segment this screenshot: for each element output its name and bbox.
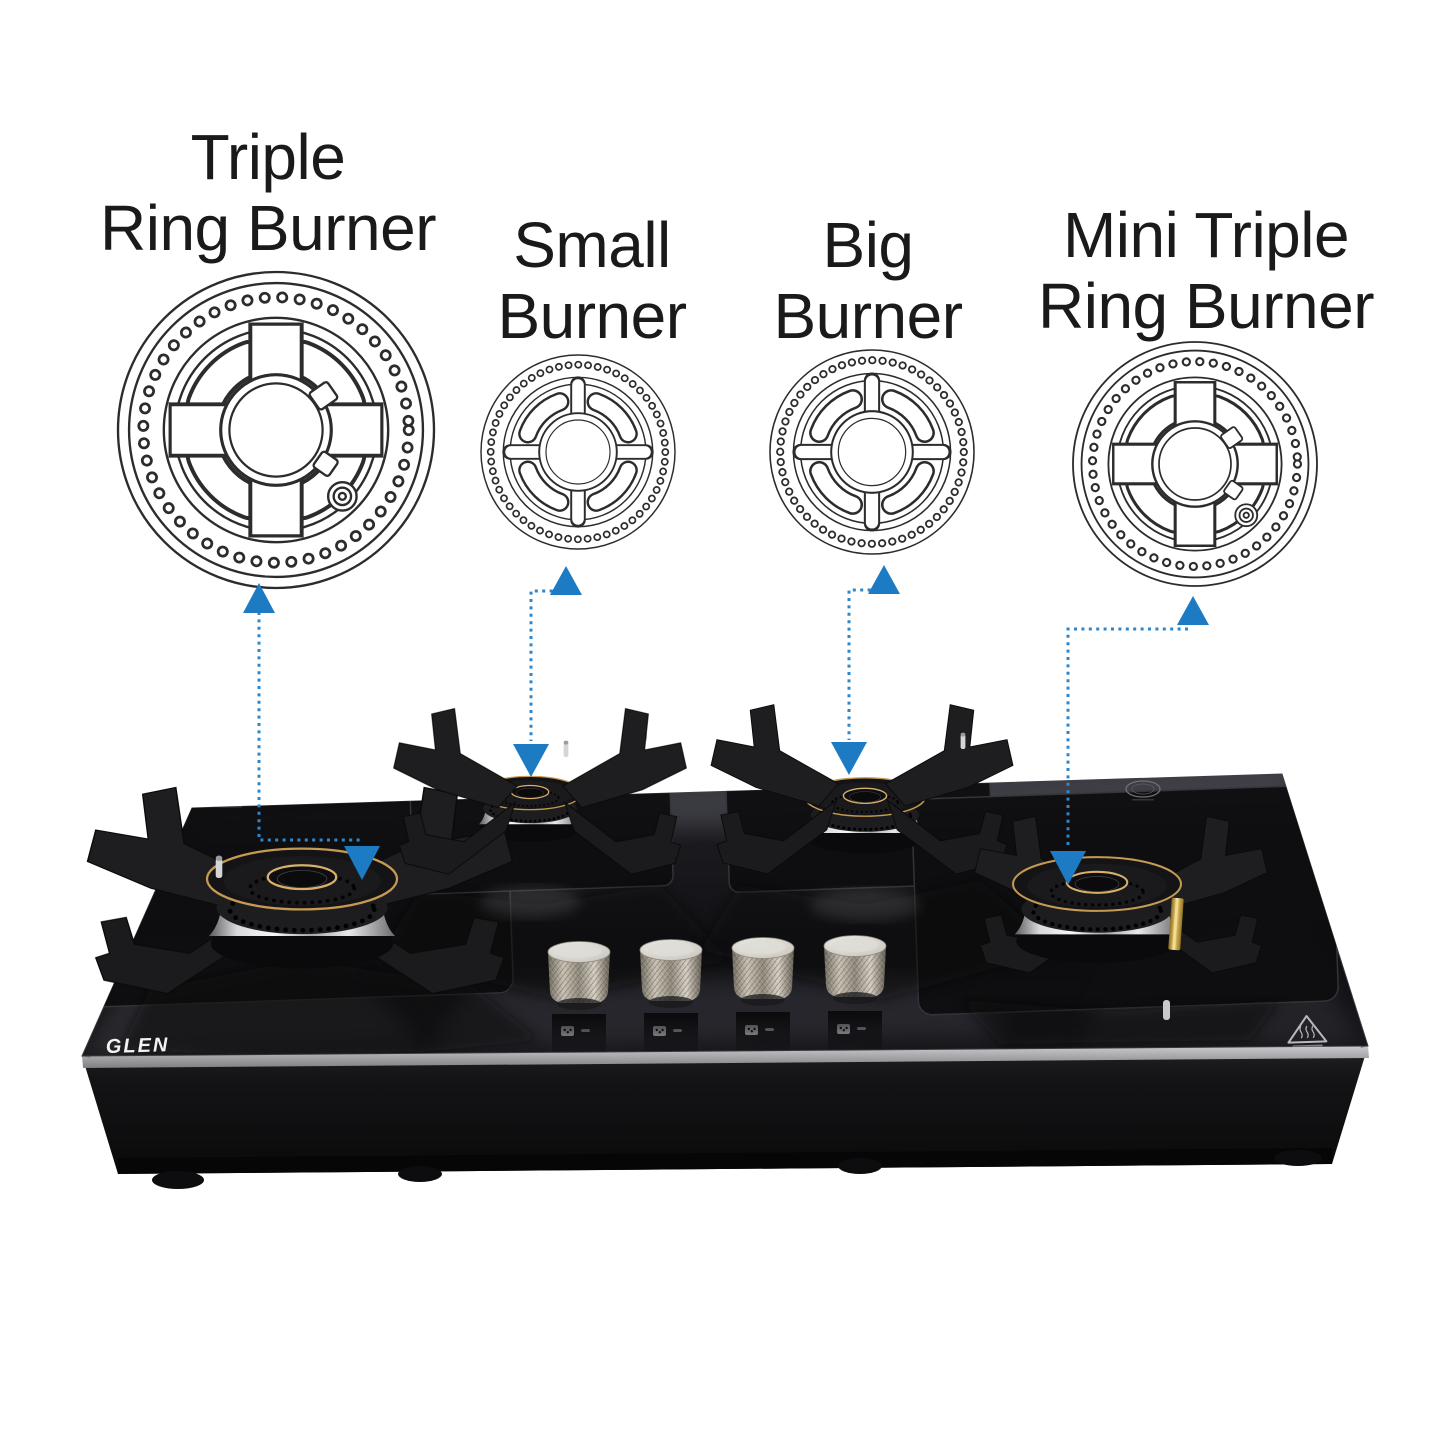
brass-ignition-rod	[1168, 897, 1184, 951]
hob-photo: GLEN	[81, 683, 1369, 1189]
spark-pin	[1163, 1000, 1170, 1020]
arrow-up-icon	[550, 566, 582, 595]
callout-line-big	[847, 588, 878, 740]
triple-ring-burner-illustration	[118, 272, 434, 588]
label-line: Burner	[497, 280, 687, 352]
hob-foot	[152, 1171, 204, 1189]
glen-oval-emblem-badge	[203, 782, 257, 808]
label-line: Ring Burner	[1038, 270, 1375, 342]
mini-triple-ring-burner-illustration	[1073, 342, 1317, 586]
arrow-down-icon	[344, 846, 380, 880]
callout-arrowheads	[243, 565, 1209, 885]
spark-pin	[960, 732, 966, 749]
callout-line-small	[529, 589, 560, 741]
callout-line-mini-triple	[1066, 627, 1188, 849]
label-small-burner: Small Burner	[497, 209, 687, 352]
glen-logo: GLEN	[106, 1034, 170, 1058]
label-line: Mini Triple	[1062, 199, 1350, 271]
label-line: Burner	[773, 280, 963, 352]
hob-base	[82, 1046, 1368, 1189]
label-big-burner: Big Burner	[773, 209, 963, 352]
label-line: Triple	[190, 121, 346, 193]
label-mini-triple-ring-burner: Mini Triple Ring Burner	[1038, 199, 1375, 342]
big-burner-illustration	[770, 350, 974, 554]
arrow-down-icon	[1050, 851, 1086, 885]
arrow-up-icon	[243, 583, 275, 613]
control-knob-1	[547, 941, 611, 1011]
spark-pin	[215, 855, 223, 878]
label-triple-ring-burner: Triple Ring Burner	[100, 121, 437, 264]
arrow-up-icon	[868, 565, 900, 594]
hob-foot	[838, 1158, 882, 1174]
hob-foot	[1274, 1150, 1322, 1166]
label-line: Big	[822, 209, 915, 281]
control-knob-2	[639, 939, 703, 1009]
callout-lines	[257, 588, 1188, 849]
certification-badge	[1125, 780, 1161, 801]
label-line: Ring Burner	[100, 192, 437, 264]
mini-triple-ring-burner	[1013, 857, 1181, 963]
control-knob-3	[731, 937, 795, 1007]
spark-pin	[563, 740, 569, 757]
callout-line-triple-ring	[257, 612, 362, 842]
arrow-down-icon	[513, 744, 549, 777]
small-burner-illustration	[481, 355, 675, 549]
arrow-down-icon	[831, 742, 867, 775]
glass-front-edge	[82, 1046, 1369, 1068]
hob-foot	[398, 1166, 442, 1182]
arrow-up-icon	[1177, 596, 1209, 625]
control-knob-4	[823, 935, 887, 1005]
label-line: Small	[513, 209, 671, 281]
